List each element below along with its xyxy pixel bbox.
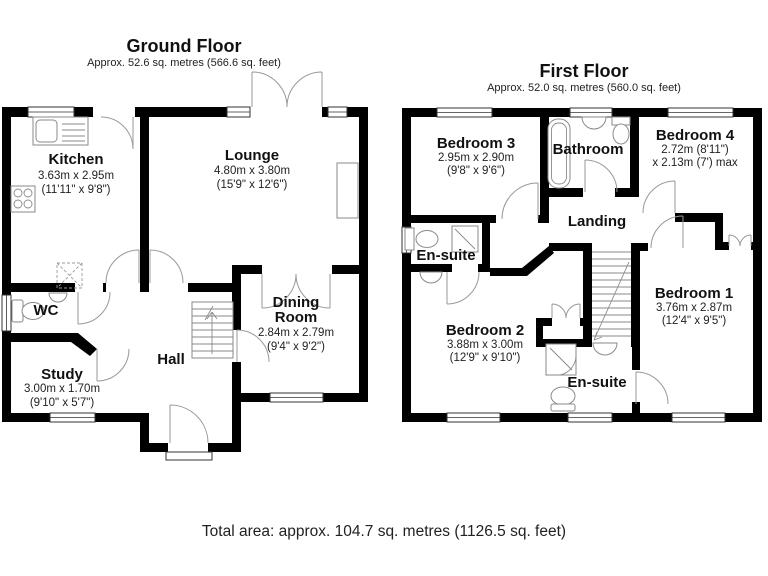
- bedroom2-label: Bedroom 2: [446, 322, 524, 339]
- study-label: Study: [41, 366, 83, 383]
- first-floor-title: First Floor: [540, 61, 629, 81]
- ground-floor-title: Ground Floor: [127, 36, 242, 56]
- ensuite3-cistern: [404, 227, 415, 251]
- study-door: [96, 348, 130, 382]
- ensuite1-cistern: [550, 403, 576, 412]
- ground-floor-stairs: [191, 301, 234, 359]
- kitchen-hob: [10, 185, 36, 213]
- bedroom1-dim-metric: 3.76m x 2.87m: [656, 302, 732, 314]
- first-floor-walls: [402, 108, 762, 422]
- dining-door: [236, 329, 270, 363]
- bedroom3-dim-metric: 2.95m x 2.90m: [438, 152, 514, 164]
- front-door-threshold: [165, 451, 213, 461]
- back-door: [100, 116, 134, 150]
- bedroom2-dim-imperial: (12'9" x 9'10"): [450, 352, 521, 364]
- lounge-dim-imperial: (15'9" x 12'6"): [217, 179, 288, 191]
- kitchen-dim-imperial: (11'11" x 9'8"): [41, 184, 110, 196]
- dining-dim-imperial: (9'4" x 9'2"): [267, 341, 325, 353]
- kitchen-drainer: [62, 123, 85, 142]
- first-floor-stairs: [592, 251, 631, 341]
- wc-basin: [48, 292, 68, 303]
- kitchen-door: [105, 249, 140, 284]
- bathtub: [547, 118, 571, 189]
- bedroom1-label: Bedroom 1: [655, 285, 733, 302]
- dining-french-doors: [261, 273, 331, 309]
- lounge-dim-metric: 4.80m x 3.80m: [214, 165, 290, 177]
- bedroom3-dim-imperial: (9'8" x 9'6"): [447, 165, 505, 177]
- bedroom4-dim-line2: x 2.13m (7') max: [652, 157, 738, 169]
- kitchen-dim-metric: 3.63m x 2.95m: [38, 170, 114, 182]
- dining-room-label-line2: Room: [275, 309, 318, 326]
- ensuite3-toilet: [415, 230, 439, 248]
- ground-floor-doors: [77, 71, 331, 444]
- angled-wall: [490, 246, 554, 276]
- wc-door: [77, 291, 111, 325]
- lounge-door: [149, 249, 184, 284]
- lounge-label: Lounge: [225, 147, 279, 164]
- first-floor-fixtures: [404, 116, 631, 412]
- appliance-space: [56, 262, 83, 289]
- bedroom1-dim-imperial: (12'4" x 9'5"): [662, 315, 727, 327]
- lounge-recess: [336, 162, 359, 219]
- ensuite1-door: [635, 371, 669, 405]
- bedroom3-label: Bedroom 3: [437, 135, 515, 152]
- bedroom2-door: [446, 271, 480, 305]
- ground-floor-fixtures: [10, 116, 359, 323]
- ensuite-bottom-label: En-suite: [567, 374, 626, 391]
- wc-toilet: [21, 302, 45, 320]
- bedroom2-dim-metric: 3.88m x 3.00m: [447, 339, 523, 351]
- bedroom4-dim-line1: 2.72m (8'11"): [661, 144, 729, 156]
- ground-floor-subtitle: Approx. 52.6 sq. metres (566.6 sq. feet): [87, 57, 281, 69]
- first-floor-subtitle: Approx. 52.0 sq. metres (560.0 sq. feet): [487, 82, 681, 94]
- wc-cistern: [11, 299, 24, 323]
- dining-dim-metric: 2.84m x 2.79m: [258, 327, 334, 339]
- ground-floor-windows: [1, 106, 348, 461]
- kitchen-sink: [35, 119, 58, 143]
- ground-floor-walls: [2, 107, 368, 452]
- ensuite1-basin: [592, 342, 618, 356]
- total-area-label: Total area: approx. 104.7 sq. metres (11…: [202, 523, 566, 540]
- bathroom-sink: [581, 116, 607, 130]
- bathroom-door: [584, 159, 618, 193]
- wc-label: WC: [34, 302, 59, 319]
- ensuite-left-label: En-suite: [416, 247, 475, 264]
- hall-label: Hall: [157, 351, 185, 368]
- front-door: [169, 404, 209, 444]
- bedroom1-wardrobe-doors: [728, 234, 752, 247]
- landing-label: Landing: [568, 213, 626, 230]
- ensuite3-basin: [419, 271, 443, 284]
- bedroom1-door: [650, 215, 684, 249]
- dining-room-label-line1: Dining: [273, 294, 320, 311]
- study-dim-metric: 3.00m x 1.70m: [24, 383, 100, 395]
- lounge-french-doors: [251, 71, 323, 108]
- kitchen-label: Kitchen: [48, 151, 103, 168]
- bathroom-label: Bathroom: [553, 141, 624, 158]
- first-floor-plan: First Floor Approx. 52.0 sq. metres (560…: [401, 61, 762, 423]
- first-floor-doors: [446, 159, 752, 405]
- bathroom-toilet: [612, 123, 630, 145]
- bedroom4-door: [642, 180, 676, 214]
- bedroom4-label: Bedroom 4: [656, 127, 735, 144]
- bedroom3-door: [501, 182, 539, 220]
- angled-wall: [71, 333, 97, 356]
- landing-cupboard-doors: [551, 303, 581, 319]
- study-dim-imperial: (9'10" x 5'7"): [30, 397, 95, 409]
- ground-floor-plan: Ground Floor Approx. 52.6 sq. metres (56…: [1, 36, 368, 461]
